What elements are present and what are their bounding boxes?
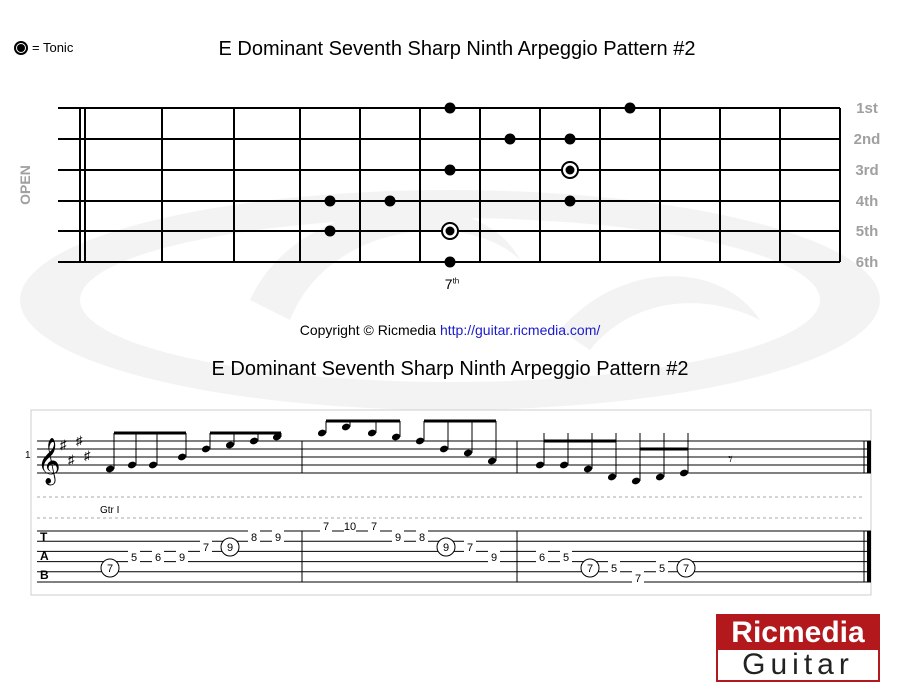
fret-note-0 <box>444 102 456 114</box>
string-label-2: 2nd <box>854 131 881 148</box>
copyright-line: Copyright © Ricmedia http://guitar.ricme… <box>0 322 900 338</box>
open-label-wrap: OPEN <box>14 160 36 210</box>
string-label-1: 1st <box>856 100 878 117</box>
fret-note-9 <box>324 225 336 237</box>
fret-note-7 <box>384 195 396 207</box>
string-label-6: 6th <box>856 254 879 271</box>
tonic-legend-label: = Tonic <box>32 40 74 55</box>
tonic-note-center-10 <box>445 226 455 236</box>
logo-line-2: Guitar <box>742 648 854 681</box>
string-label-3: 3rd <box>855 162 878 179</box>
tonic-legend: = Tonic <box>14 40 73 55</box>
fret-marker-number: 7 <box>444 276 453 292</box>
fret-note-8 <box>564 195 576 207</box>
fret-note-6 <box>324 195 336 207</box>
fret-note-1 <box>624 102 636 114</box>
logo-line-1: Ricmedia <box>718 616 878 650</box>
fret-marker: 7th <box>430 276 474 292</box>
tonic-note-center-5 <box>565 165 575 175</box>
copyright-link[interactable]: http://guitar.ricmedia.com/ <box>439 322 601 338</box>
fret-note-11 <box>444 256 456 268</box>
ricmedia-guitar-logo: Ricmedia Guitar <box>716 614 880 682</box>
string-label-4: 4th <box>856 193 879 210</box>
copyright-text: Copyright © Ricmedia <box>299 322 437 338</box>
fret-marker-suffix: th <box>452 276 460 286</box>
fret-note-2 <box>504 133 516 145</box>
fret-note-4 <box>444 164 456 176</box>
fret-note-3 <box>564 133 576 145</box>
tonic-marker-icon <box>14 40 28 55</box>
string-label-5: 5th <box>856 223 879 240</box>
notation-title: E Dominant Seventh Sharp Ninth Arpeggio … <box>211 358 689 380</box>
open-label: OPEN <box>17 165 33 205</box>
fretboard-title: E Dominant Seventh Sharp Ninth Arpeggio … <box>218 38 696 60</box>
